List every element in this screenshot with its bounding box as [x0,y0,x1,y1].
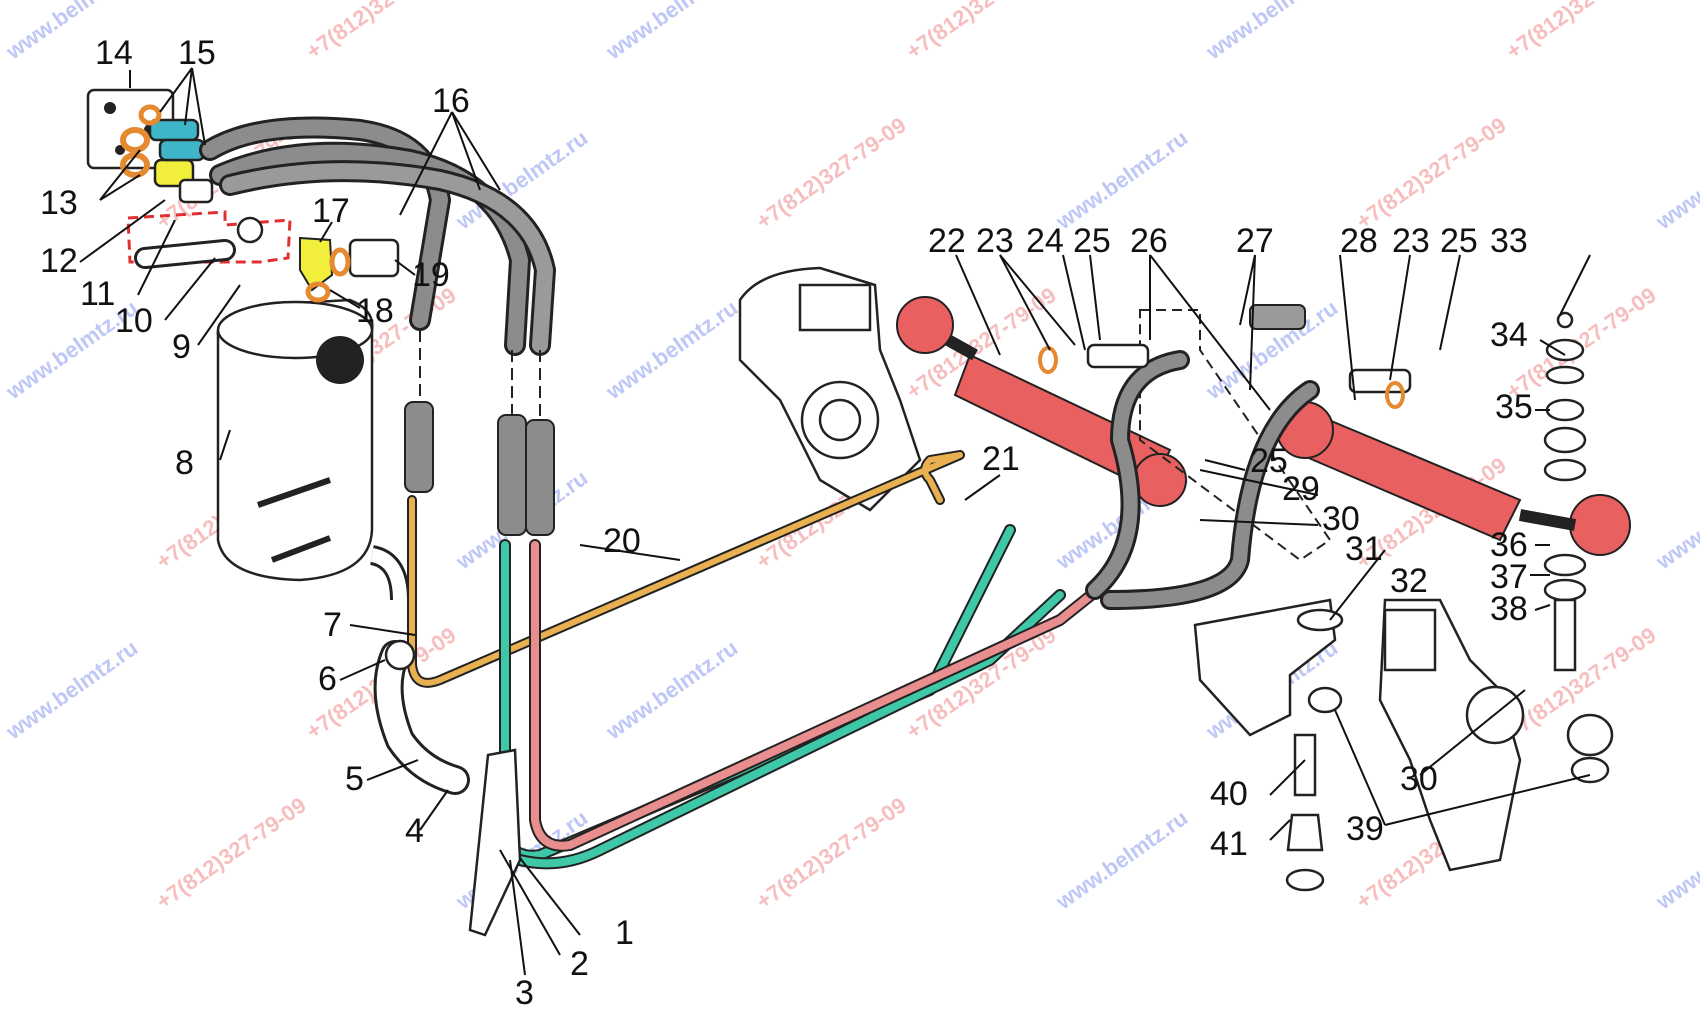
callout-3: 3 [515,974,534,1012]
callout-39: 39 [1346,810,1384,848]
watermark-text: +7(812)327-79-09 [1351,112,1510,234]
watermark-text: www.belmtz.ru [1651,805,1700,915]
callout-9: 9 [172,328,191,366]
callout-16: 16 [432,82,470,120]
callout-25b: 25 [1440,222,1478,260]
watermark-text: www.belmtz.ru [1651,125,1700,235]
watermark-text: +7(812)327-79-09 [751,792,910,914]
mounting-bracket [468,748,522,937]
callout-38: 38 [1490,590,1528,628]
watermark-text: www.belmtz.ru [1651,465,1700,575]
oil-tank [216,298,410,601]
callout-34: 34 [1490,316,1528,354]
callout-30a: 30 [1322,500,1360,538]
callout-28: 28 [1340,222,1378,260]
callout-numbers: 1 2 3 4 5 6 7 8 9 10 11 12 13 14 15 16 1… [40,34,1533,1012]
callout-7: 7 [323,606,342,644]
callout-2: 2 [570,945,589,983]
bracket [1193,598,1344,737]
watermark-text: www.belmtz.ru [601,635,743,745]
callout-33: 33 [1490,222,1528,260]
watermark-text: +7(812)327-79-09 [1501,0,1660,64]
callout-15: 15 [178,34,216,72]
callout-21: 21 [982,440,1020,478]
callout-26: 26 [1130,222,1168,260]
watermark-text: +7(812)327-79-09 [301,0,460,64]
callout-27: 27 [1236,222,1274,260]
bolt-stack [1285,686,1343,892]
callout-4: 4 [405,812,424,850]
watermark-text: +7(812)327-79-09 [901,0,1060,64]
suction-hose [373,639,470,795]
callout-36: 36 [1490,526,1528,564]
callout-24: 24 [1026,222,1064,260]
callout-10: 10 [115,302,153,340]
callout-14: 14 [95,34,133,72]
steering-gear-left [738,266,922,512]
callout-5: 5 [345,760,364,798]
callout-35: 35 [1495,388,1533,426]
callout-41: 41 [1210,825,1248,863]
hydraulic-cylinder-left [896,296,1187,507]
tee-fitting [134,216,400,303]
cylinder-fittings [1038,304,1412,409]
callout-31: 31 [1345,530,1383,568]
callout-25c: 25 [1250,442,1288,480]
clamp-outline [126,210,292,264]
callout-40: 40 [1210,775,1248,813]
watermark-text: www.belmtz.ru [1201,0,1343,65]
callout-8: 8 [175,444,194,482]
watermark-text: www.belmtz.ru [1051,125,1193,235]
watermark-text: www.belmtz.ru [1051,805,1193,915]
callout-23b: 23 [1392,222,1430,260]
callout-20: 20 [603,522,641,560]
callout-12: 12 [40,242,78,280]
watermark-text: +7(812)327-79-09 [151,792,310,914]
callout-23a: 23 [976,222,1014,260]
callout-1: 1 [615,914,634,952]
callout-22: 22 [928,222,966,260]
callout-37: 37 [1490,558,1528,596]
callout-17: 17 [312,192,350,230]
return-line [529,539,1101,852]
watermark-text: www.belmtz.ru [601,0,743,65]
watermark-text: +7(812)327-79-09 [751,112,910,234]
callout-25a: 25 [1073,222,1111,260]
block-fittings [120,104,214,204]
rubber-hoses [199,116,556,536]
callout-6: 6 [318,660,337,698]
callout-32: 32 [1390,562,1428,600]
hydraulic-cylinder-right [1276,401,1631,556]
cylinder-dashed-box [1139,309,1332,562]
callout-30b: 30 [1400,760,1438,798]
callout-11: 11 [80,275,115,313]
steering-knuckle-right [1378,598,1525,872]
callout-13: 13 [40,184,78,222]
callout-29: 29 [1282,470,1320,508]
leader-lines [79,67,1591,976]
watermark-text: www.belmtz.ru [601,295,743,405]
callout-18: 18 [356,292,394,330]
callout-19: 19 [412,256,450,294]
watermark-text: www.belmtz.ru [1,635,143,745]
